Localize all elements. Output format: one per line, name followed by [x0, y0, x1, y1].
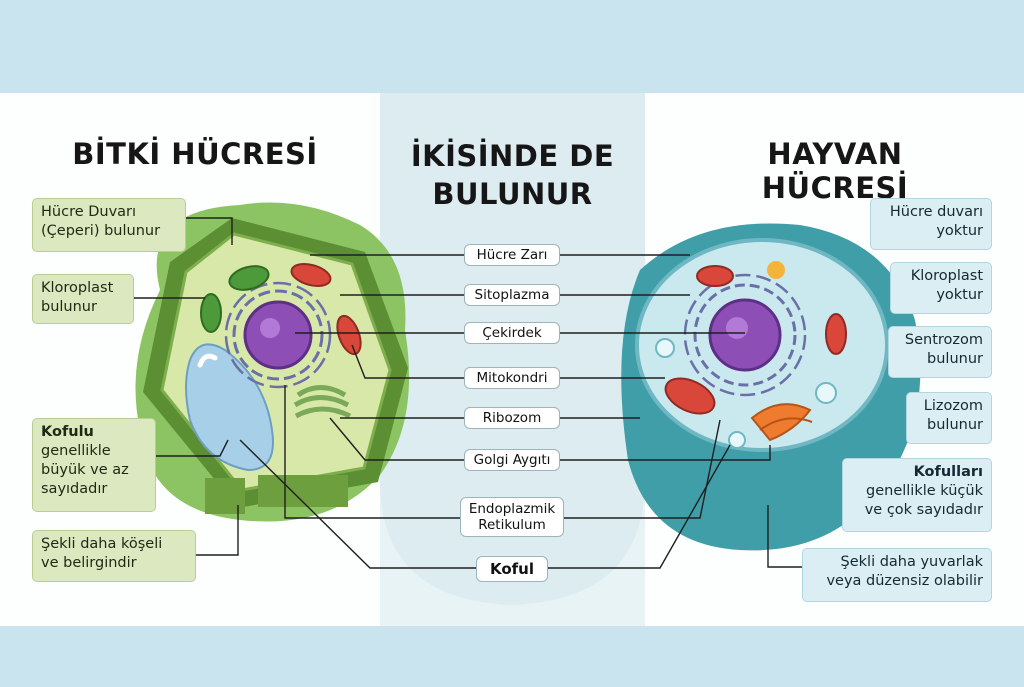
animal-vacuole [815, 382, 837, 404]
plant-mitochondrion [290, 263, 332, 287]
note-text: Şekli daha köşeli [41, 536, 163, 552]
plant-golgi [296, 385, 347, 398]
plant-golgi [294, 406, 352, 419]
plant-note-chloroplast: Kloroplast bulunur [32, 274, 134, 324]
plant-title: BİTKİ HÜCRESİ [72, 137, 318, 171]
line-wall [186, 217, 233, 245]
note-text: bulunur [41, 299, 97, 315]
both-title-line2: BULUNUR [432, 177, 593, 211]
note-text: (Çeperi) bulunur [41, 223, 161, 239]
plant-note-shape: Şekli daha köşeli ve belirgindir [32, 530, 196, 582]
connector-lines [134, 217, 805, 569]
both-title-line1: İKİSİNDE DE [410, 139, 615, 173]
line-mito-left [351, 344, 464, 379]
plant-golgi [293, 395, 350, 408]
chloroplast [200, 293, 222, 333]
animal-note-no-wall: Hücre duvarı yoktur [870, 198, 992, 250]
lysosome [655, 338, 675, 358]
animal-vacuole [728, 431, 746, 449]
chloroplast [228, 265, 270, 291]
note-text: yoktur [936, 223, 983, 239]
golgi-fold [759, 417, 813, 431]
note-text: Hücre duvarı [889, 204, 983, 220]
animal-golgi [750, 403, 812, 442]
line-vacuole-left [239, 439, 476, 569]
label-cytoplasm: Sitoplazma [464, 284, 560, 306]
plant-nucleolus [260, 318, 280, 338]
note-text: bulunur [927, 351, 983, 367]
animal-note-lysosome: Lizozom bulunur [906, 392, 992, 444]
label-cell-membrane: Hücre Zarı [464, 244, 560, 266]
note-text-bold: Kofulu [41, 424, 94, 440]
plant-note-vacuole: Kofulu genellikle büyük ve az sayıdadır [32, 418, 156, 512]
line-er-left [284, 385, 464, 519]
label-vacuole: Koful [476, 556, 548, 582]
note-text: sayıdadır [41, 481, 108, 497]
note-text: ve belirgindir [41, 555, 137, 571]
line-plant-vacuole [156, 439, 229, 457]
note-text: veya düzensiz olabilir [826, 573, 983, 589]
line-vacuole-right [548, 444, 731, 569]
label-nucleus: Çekirdek [464, 322, 560, 344]
wall-tab [205, 478, 245, 514]
plant-er-outer [224, 281, 332, 389]
note-text: Kloroplast [910, 268, 983, 284]
animal-note-centrosome: Sentrozom bulunur [888, 326, 992, 378]
animal-er-outer [683, 273, 807, 397]
plant-note-cell-wall: Hücre Duvarı (Çeperi) bulunur [32, 198, 186, 252]
centrosome [767, 261, 785, 279]
line-animal-shape [767, 505, 805, 568]
animal-note-shape: Şekli daha yuvarlak veya düzensiz olabil… [802, 548, 992, 602]
top-band [0, 0, 1024, 93]
label-text: Endoplazmik [468, 501, 556, 517]
center-arch [380, 93, 645, 605]
both-title: İKİSİNDE DE BULUNUR [380, 137, 645, 213]
note-text: ve çok sayıdadır [864, 502, 983, 518]
line-golgi-left [329, 417, 464, 461]
plant-vacuole [185, 343, 274, 472]
animal-note-vacuoles: Kofulları genellikle küçük ve çok sayıda… [842, 458, 992, 532]
line-plant-shape [196, 505, 239, 556]
bottom-band [0, 626, 1024, 687]
animal-mitochondrion [696, 265, 734, 287]
animal-mitochondrion [825, 313, 847, 355]
line-golgi-right [560, 445, 771, 461]
animal-nucleolus [726, 317, 748, 339]
label-golgi: Golgi Aygıtı [464, 449, 560, 471]
note-text-bold: Kofulları [913, 464, 983, 480]
label-er: Endoplazmik Retikulum [460, 497, 564, 537]
plant-nucleus [243, 300, 313, 370]
note-text: büyük ve az [41, 462, 129, 478]
note-text: Lizozom [923, 398, 983, 414]
note-text: genellikle küçük [866, 483, 983, 499]
plant-er [232, 289, 324, 381]
animal-mitochondrion [664, 377, 716, 415]
animal-er [693, 283, 797, 387]
animal-note-no-chloroplast: Kloroplast yoktur [890, 262, 992, 314]
note-text: Hücre Duvarı [41, 204, 137, 220]
note-text: genellikle [41, 443, 111, 459]
note-text: bulunur [927, 417, 983, 433]
note-text: Şekli daha yuvarlak [840, 554, 983, 570]
note-text: yoktur [936, 287, 983, 303]
note-text: Kloroplast [41, 280, 114, 296]
vacuole-highlight [197, 353, 218, 368]
label-mitochondria: Mitokondri [464, 367, 560, 389]
label-text: Retikulum [478, 517, 546, 533]
label-ribosome: Ribozom [464, 407, 560, 429]
animal-title: HAYVAN HÜCRESİ [761, 137, 909, 205]
note-text: Sentrozom [904, 332, 983, 348]
line-er-right [560, 419, 721, 519]
